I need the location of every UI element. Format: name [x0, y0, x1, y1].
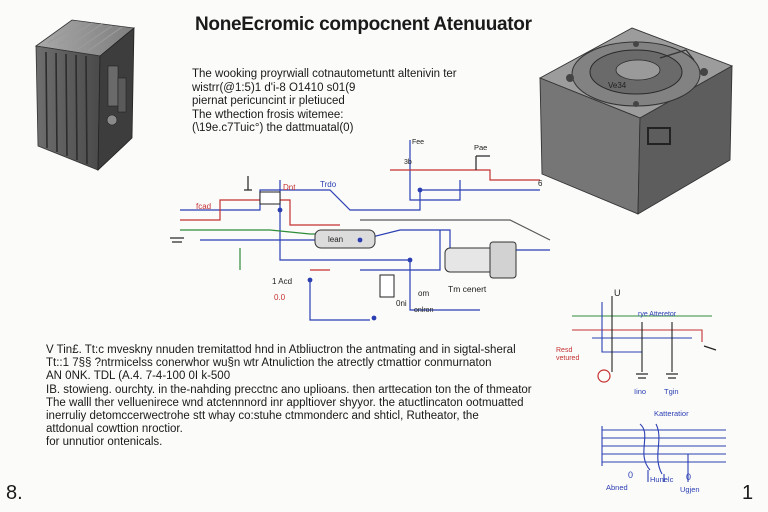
fcad-label: fcad [196, 202, 211, 211]
oni-label: 0ni [396, 299, 407, 308]
intro-line: wistrr(@1:5)1 d'i-8 O1410 s01(9 [192, 81, 356, 94]
attenuator-block-illustration [34, 19, 135, 171]
ino-label: Iino [634, 387, 646, 396]
page-number-right: 1 [742, 482, 754, 504]
body-line: inerruliy detomccerwectrohe stt whay co:… [46, 410, 479, 423]
hunelc-label: Hunelc [650, 475, 674, 484]
resd-label: Resd [556, 347, 572, 354]
dnt-label: Dnt [283, 183, 296, 192]
body-line: attdonual cowttion nroctior. [46, 423, 183, 436]
zero-b-label: 0 [686, 472, 691, 482]
attenuator-housing-illustration: Ve34 [538, 27, 734, 215]
attenuator-coil-diagram: Katteratior Abned 0 Hunelc 0 Ugjen [601, 409, 726, 494]
body-paragraph: V Tin£. Tt:c mveskny nnuden tremitattod … [46, 344, 546, 450]
abned-label: Abned [606, 483, 628, 492]
vetured-label: vetured [556, 355, 579, 362]
acd-label: 1 Acd [272, 277, 292, 286]
small-circuit-diagram: U rye Atteretor Resd vetured Iino Tgin [556, 288, 717, 396]
intro-line: The wooking proyrwiall cotnautometuntt a… [192, 68, 457, 80]
intro-paragraph: The wooking proyrwiall cotnautometuntt a… [192, 68, 492, 136]
six-label: 6 [538, 179, 543, 188]
body-line: V Tin£. Tt:c mveskny nnuden tremitattod … [46, 344, 516, 356]
pae-label: Pae [474, 143, 487, 152]
body-line: Tt::1 7§§ ?ntrmicelss conerwhor wu§n wtr… [46, 357, 492, 370]
page-number-left: 8. [6, 482, 23, 504]
tgin-label: Tgin [664, 387, 679, 396]
intro-line: piernat pericuncint ir pletiuced [192, 95, 345, 107]
attenuator-schematic: lean Trdo Dnt fcad 1 Acd 0.0 om 0ni onlr… [170, 139, 551, 321]
fee-label: Fee [412, 139, 424, 146]
ryn-atteretor-label: rye Atteretor [638, 311, 677, 318]
zero-one-label: 0.0 [274, 293, 286, 302]
onlron-label: onlron [414, 307, 434, 314]
body-line: The walll ther velluenirece wnd atctennn… [46, 396, 524, 409]
body-line: IB. stowieng. ourchty. in the-nahding pr… [46, 383, 532, 396]
lean-label: lean [328, 235, 343, 244]
page-title: NoneEcromic compocnent Atenuuator [195, 14, 532, 35]
u-label: U [614, 288, 621, 298]
ugjen-label: Ugjen [680, 485, 700, 494]
body-line: AN 0NK. TDL (A.4. 7-4-100 0I k-500 [46, 370, 231, 383]
three-b-label: 3b [404, 159, 412, 166]
katteratior-label: Katteratior [654, 409, 689, 418]
om-label: om [418, 289, 429, 298]
tm-cenert-label: Tm cenert [448, 284, 487, 294]
intro-line: The wthection frosis witemee: [192, 108, 344, 121]
trdo-label: Trdo [320, 180, 337, 189]
zero-a-label: 0 [628, 470, 633, 480]
body-line: for unnutior ontenicals. [46, 436, 163, 449]
intro-line: (\19e.c7Tuic°) the dattmuatal(0) [192, 122, 354, 134]
housing-label: Ve34 [608, 81, 627, 90]
